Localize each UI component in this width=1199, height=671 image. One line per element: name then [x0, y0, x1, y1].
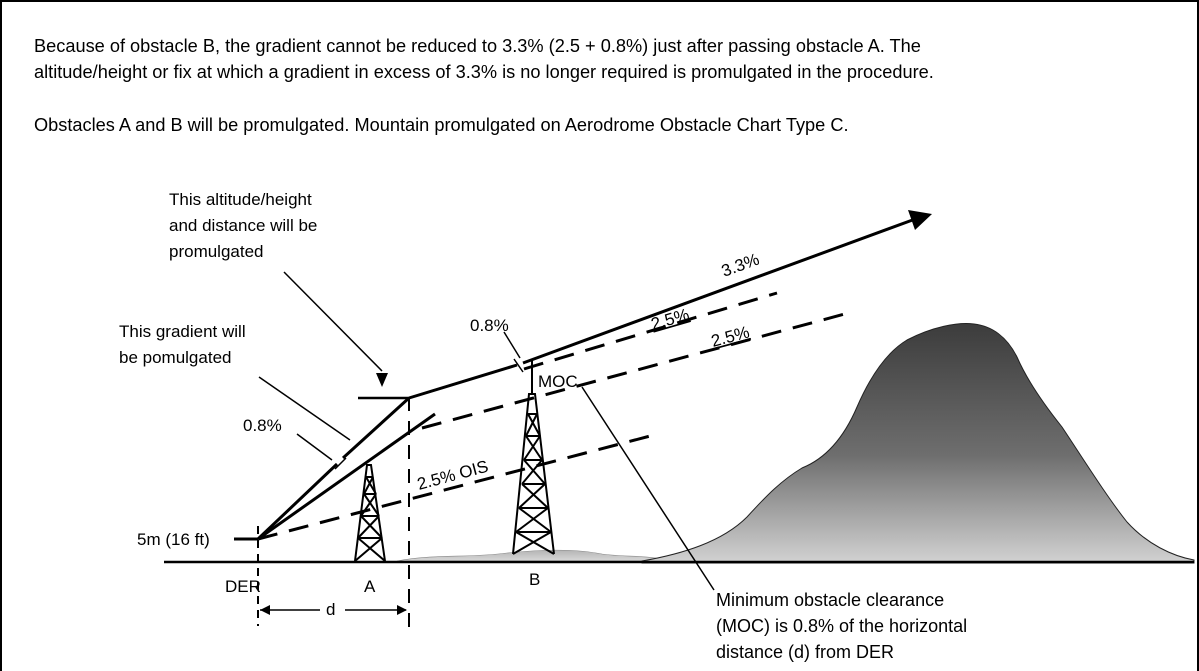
label-height: 5m (16 ft) [137, 530, 210, 549]
intro-text-line-1: Because of obstacle B, the gradient cann… [34, 36, 921, 56]
callout-gradient-line2: be pomulgated [119, 348, 231, 367]
flight-path-arrowhead [908, 210, 932, 230]
label-der: DER [225, 577, 261, 596]
leader-lines [258, 271, 715, 591]
label-moc: MOC [538, 372, 578, 391]
dashed-surfaces [257, 291, 853, 627]
mountain [641, 323, 1195, 564]
callout-gradient-line1: This gradient will [119, 322, 246, 341]
terrain-bumps [396, 549, 663, 562]
flight-path [256, 216, 919, 541]
promulgation-note: Obstacles A and B will be promulgated. M… [34, 115, 849, 135]
leader-arrowhead [376, 373, 388, 387]
label-distance: d [326, 600, 335, 619]
callout-altitude-line2: and distance will be [169, 216, 317, 235]
gradient-to-a [257, 412, 436, 541]
callout-altitude-line1: This altitude/height [169, 190, 312, 209]
callout-moc-line1: Minimum obstacle clearance [716, 590, 944, 610]
label-2-5-lower: 2.5% [709, 322, 751, 350]
callout-altitude-line3: promulgated [169, 242, 264, 261]
label-obstacle-b: B [529, 570, 540, 589]
callout-moc-line2: (MOC) is 0.8% of the horizontal [716, 616, 967, 636]
callout-moc-line3: distance (d) from DER [716, 642, 894, 662]
obstacle-b-tower [512, 393, 555, 555]
path-break-ticks [334, 358, 524, 470]
label-3-3: 3.3% [719, 250, 762, 281]
label-2-5-upper: 2.5% [649, 305, 691, 334]
label-0-8-top: 0.8% [470, 316, 509, 335]
intro-text-line-2: altitude/height or fix at which a gradie… [34, 62, 934, 82]
label-obstacle-a: A [364, 577, 376, 596]
label-0-8-left: 0.8% [243, 416, 282, 435]
distance-arrow-right [397, 605, 407, 615]
distance-arrow-left [260, 605, 270, 615]
